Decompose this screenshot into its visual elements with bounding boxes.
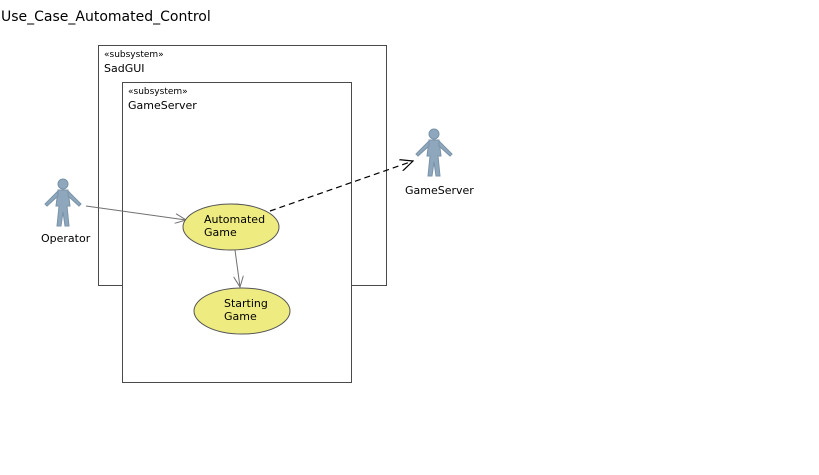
subsystem-name: GameServer — [128, 99, 197, 112]
use-case-automated-game[interactable] — [182, 203, 280, 251]
subsystem-stereotype: «subsystem» — [128, 87, 188, 97]
dependency-automated-gameserver[interactable] — [269, 161, 413, 212]
use-case-label-line: Game — [224, 310, 257, 323]
actor-gameserver-label: GameServer — [405, 184, 474, 197]
association-operator-automated-game[interactable] — [85, 205, 186, 220]
actor-operator-icon[interactable] — [44, 178, 82, 227]
use-case-label-line: Game — [204, 226, 237, 239]
use-case-starting-game[interactable] — [193, 287, 291, 335]
use-case-label-line: Starting — [224, 297, 268, 310]
actor-gameserver-icon[interactable] — [415, 128, 453, 177]
actor-operator-label: Operator — [41, 232, 91, 245]
diagram-title: Use_Case_Automated_Control — [1, 9, 211, 25]
subsystem-stereotype: «subsystem» — [104, 50, 164, 60]
use-case-starting-game-label: Starting Game — [224, 297, 268, 323]
use-case-automated-game-label: Automated Game — [204, 213, 265, 239]
use-case-label-line: Automated — [204, 213, 266, 226]
subsystem-name: SadGUI — [104, 62, 145, 75]
association-automated-starting[interactable] — [235, 249, 240, 287]
